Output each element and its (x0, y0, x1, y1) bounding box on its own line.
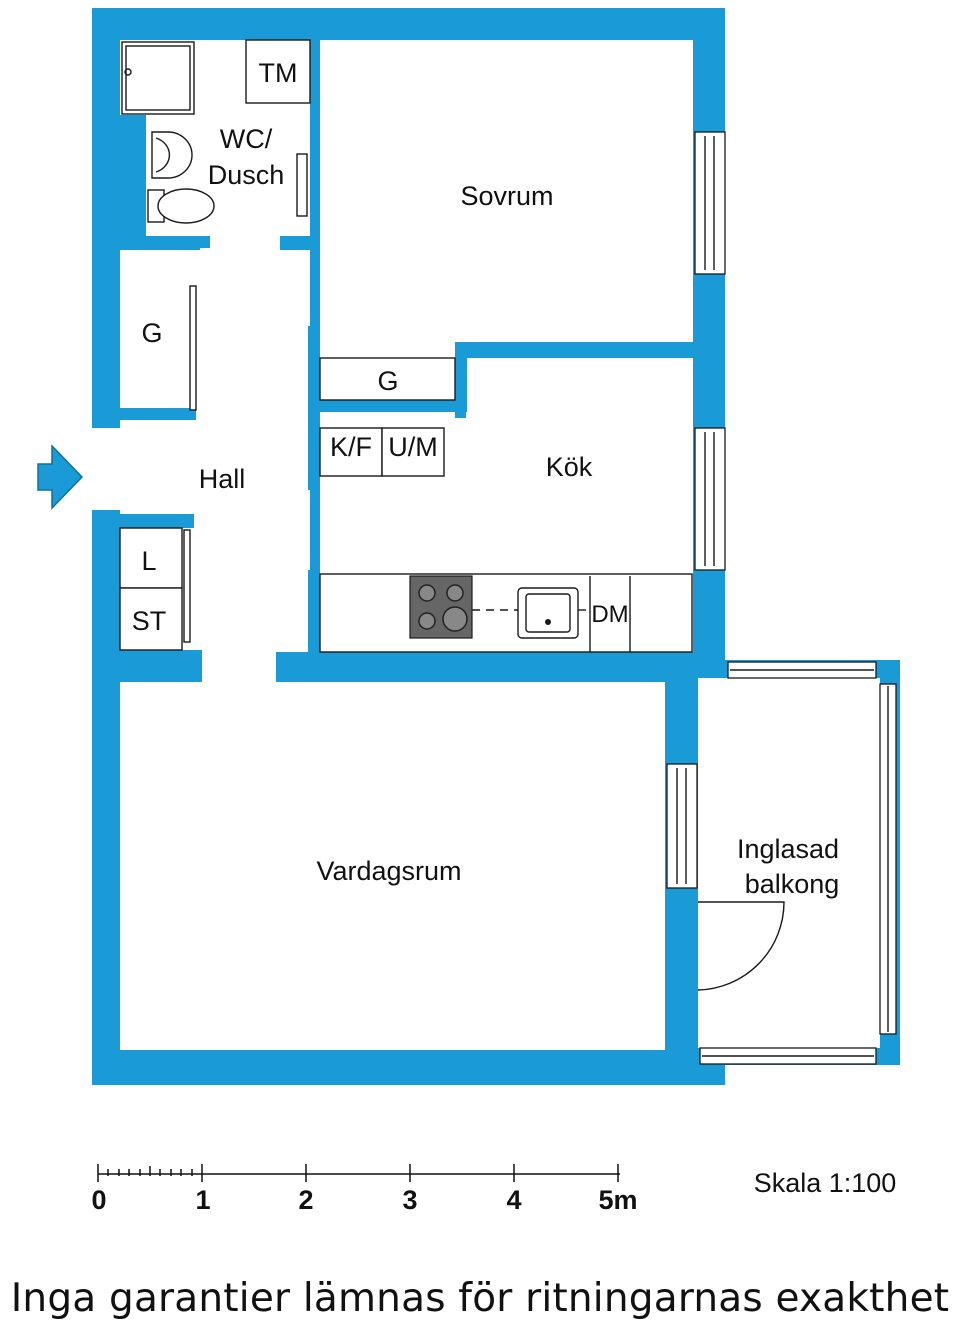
closet-st (119, 587, 183, 651)
closet-g-kitchen (319, 357, 456, 401)
label-tm: TM (259, 58, 298, 88)
scale-text: Skala 1:100 (754, 1168, 897, 1198)
tm-box (245, 39, 311, 104)
label-inglasad: Inglasad (737, 834, 839, 864)
kitchen-fixtures (119, 357, 693, 653)
room-labels: TM WC/ Dusch Sovrum G G Hall K/F U/M Kök… (132, 58, 840, 899)
closet-l (119, 527, 183, 589)
doors (183, 153, 785, 991)
label-st: ST (132, 606, 167, 636)
windows (666, 131, 897, 1065)
oven-microwave (381, 427, 445, 477)
scale-label-4: 4 (506, 1185, 521, 1215)
label-kok: Kök (546, 452, 593, 482)
label-um: U/M (388, 432, 438, 462)
scale-label-0: 0 (91, 1185, 106, 1215)
scale-label-3: 3 (402, 1185, 417, 1215)
label-dm: DM (591, 601, 628, 628)
closet-door-l-st (183, 529, 191, 643)
label-g-closet: G (377, 366, 398, 396)
balcony-door-swing (697, 901, 785, 991)
sink-kitchen-icon (517, 587, 579, 639)
scale-label-5: 5m (598, 1185, 637, 1215)
label-wc: WC/ (220, 124, 273, 154)
bathroom-fixtures (121, 39, 311, 224)
scale-label-2: 2 (298, 1185, 313, 1215)
bathroom-sliding-door (296, 153, 308, 217)
label-kf: K/F (330, 432, 372, 462)
entrance-arrow-icon (37, 444, 84, 510)
label-balkong: balkong (745, 869, 840, 899)
label-hall: Hall (199, 464, 246, 494)
counter (319, 573, 693, 653)
label-vardagsrum: Vardagsrum (316, 856, 461, 886)
disclaimer-text: Inga garantier lämnas för ritningarnas e… (10, 1276, 950, 1321)
label-l: L (141, 546, 156, 576)
scale-bar: 0 1 2 3 4 5m Skala 1:100 (91, 1164, 896, 1215)
scale-label-1: 1 (195, 1185, 210, 1215)
fridge-freezer (319, 427, 383, 477)
interior-walls (120, 40, 698, 1085)
closet-door-g (189, 285, 197, 411)
label-dusch: Dusch (208, 160, 285, 190)
label-sovrum: Sovrum (460, 181, 553, 211)
sink-icon (151, 131, 193, 179)
shower-icon (121, 41, 195, 115)
label-g-hall: G (141, 318, 162, 348)
toilet-icon (157, 188, 215, 224)
